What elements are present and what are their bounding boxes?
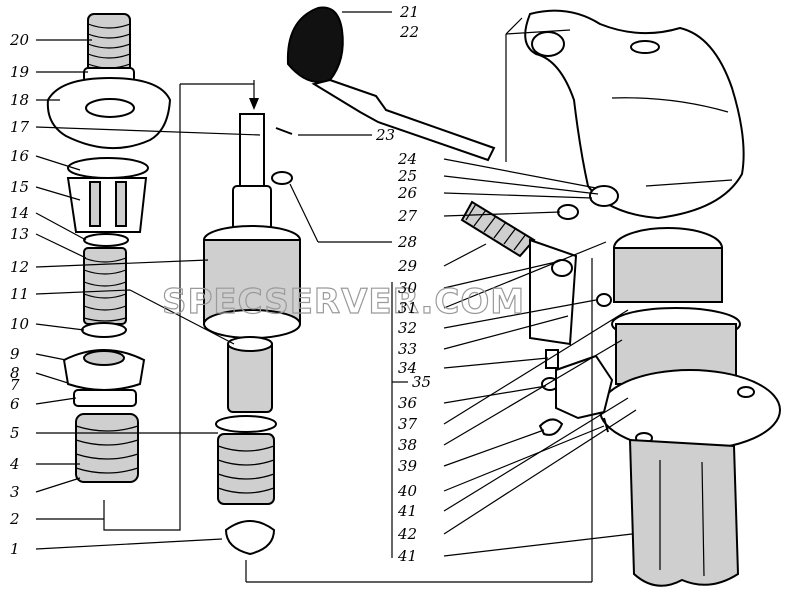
nut-32 xyxy=(596,293,612,307)
label-24: 24 xyxy=(397,150,417,168)
screw-27 xyxy=(557,204,579,220)
label-29: 29 xyxy=(397,257,418,275)
lever-arm-30 xyxy=(529,238,578,391)
label-28: 28 xyxy=(397,233,417,251)
label-9: 9 xyxy=(10,345,20,363)
label-32: 32 xyxy=(398,319,417,337)
ring-16 xyxy=(67,157,149,179)
label-40: 40 xyxy=(397,482,418,500)
lever-21 xyxy=(286,6,496,162)
washer-10 xyxy=(81,322,127,338)
left-valve-stack xyxy=(46,13,172,483)
seal-ring xyxy=(215,415,277,433)
pin-34 xyxy=(545,349,559,369)
spring-20 xyxy=(87,13,131,75)
label-26: 26 xyxy=(397,184,418,202)
spring-4-5 xyxy=(75,413,139,483)
leader-lines xyxy=(35,11,637,583)
spring-2 xyxy=(217,433,275,505)
label-4: 4 xyxy=(9,455,20,473)
label-14: 14 xyxy=(10,204,29,222)
label-12: 12 xyxy=(10,258,29,276)
pin-40 xyxy=(603,417,609,433)
label-6: 6 xyxy=(10,395,20,413)
label-30: 30 xyxy=(398,279,418,297)
label-22: 22 xyxy=(399,23,419,41)
washer-14 xyxy=(83,233,129,247)
plate-18 xyxy=(46,76,172,149)
label-33: 33 xyxy=(398,340,417,358)
label-3: 3 xyxy=(10,483,20,501)
label-23: 23 xyxy=(375,126,395,144)
label-37: 37 xyxy=(398,415,418,433)
label-15: 15 xyxy=(10,178,29,196)
label-21: 21 xyxy=(399,3,419,21)
spring-29 xyxy=(460,200,536,258)
label-31: 31 xyxy=(398,299,417,317)
sleeve-6 xyxy=(73,389,137,407)
arrow-head xyxy=(249,98,259,110)
label-10: 10 xyxy=(10,315,30,333)
label-25: 25 xyxy=(397,167,417,185)
label-39: 39 xyxy=(398,457,418,475)
watermark-text: SPECSERVER.COM xyxy=(162,282,525,322)
label-35: 35 xyxy=(412,373,431,391)
label-5: 5 xyxy=(10,424,20,442)
clip-39 xyxy=(538,418,564,436)
label-20: 20 xyxy=(9,31,30,49)
label-8: 8 xyxy=(10,364,20,382)
bracket-37 xyxy=(555,354,614,420)
label-19: 19 xyxy=(10,63,30,81)
circlip-1 xyxy=(224,520,276,556)
housing-right xyxy=(599,227,781,587)
label-13: 13 xyxy=(10,225,29,243)
label-1: 1 xyxy=(10,540,20,558)
label-18: 18 xyxy=(10,91,29,109)
label-17: 17 xyxy=(10,118,30,136)
label-34: 34 xyxy=(398,359,417,377)
o-ring-28 xyxy=(271,171,293,185)
part-labels: 20 19 18 17 16 15 14 13 12 11 10 9 8 7 6… xyxy=(9,3,431,565)
label-7: 7 xyxy=(10,376,20,394)
label-41-upper: 41 xyxy=(397,502,417,520)
fitting-25 xyxy=(589,185,619,207)
label-41-lower: 41 xyxy=(397,547,417,565)
spring-13 xyxy=(83,247,127,325)
bracket-22 xyxy=(524,9,745,220)
label-11: 11 xyxy=(10,285,29,303)
seat-9 xyxy=(62,349,146,391)
stem-collar xyxy=(232,185,272,231)
cage-15 xyxy=(66,177,148,233)
label-16: 16 xyxy=(10,147,30,165)
label-38: 38 xyxy=(398,436,417,454)
pin-23 xyxy=(275,127,293,135)
label-36: 36 xyxy=(398,394,418,412)
label-2: 2 xyxy=(9,510,20,528)
sleeve-11 xyxy=(227,336,273,413)
label-27: 27 xyxy=(397,207,418,225)
label-42: 42 xyxy=(397,525,417,543)
piston-12 xyxy=(203,225,301,339)
